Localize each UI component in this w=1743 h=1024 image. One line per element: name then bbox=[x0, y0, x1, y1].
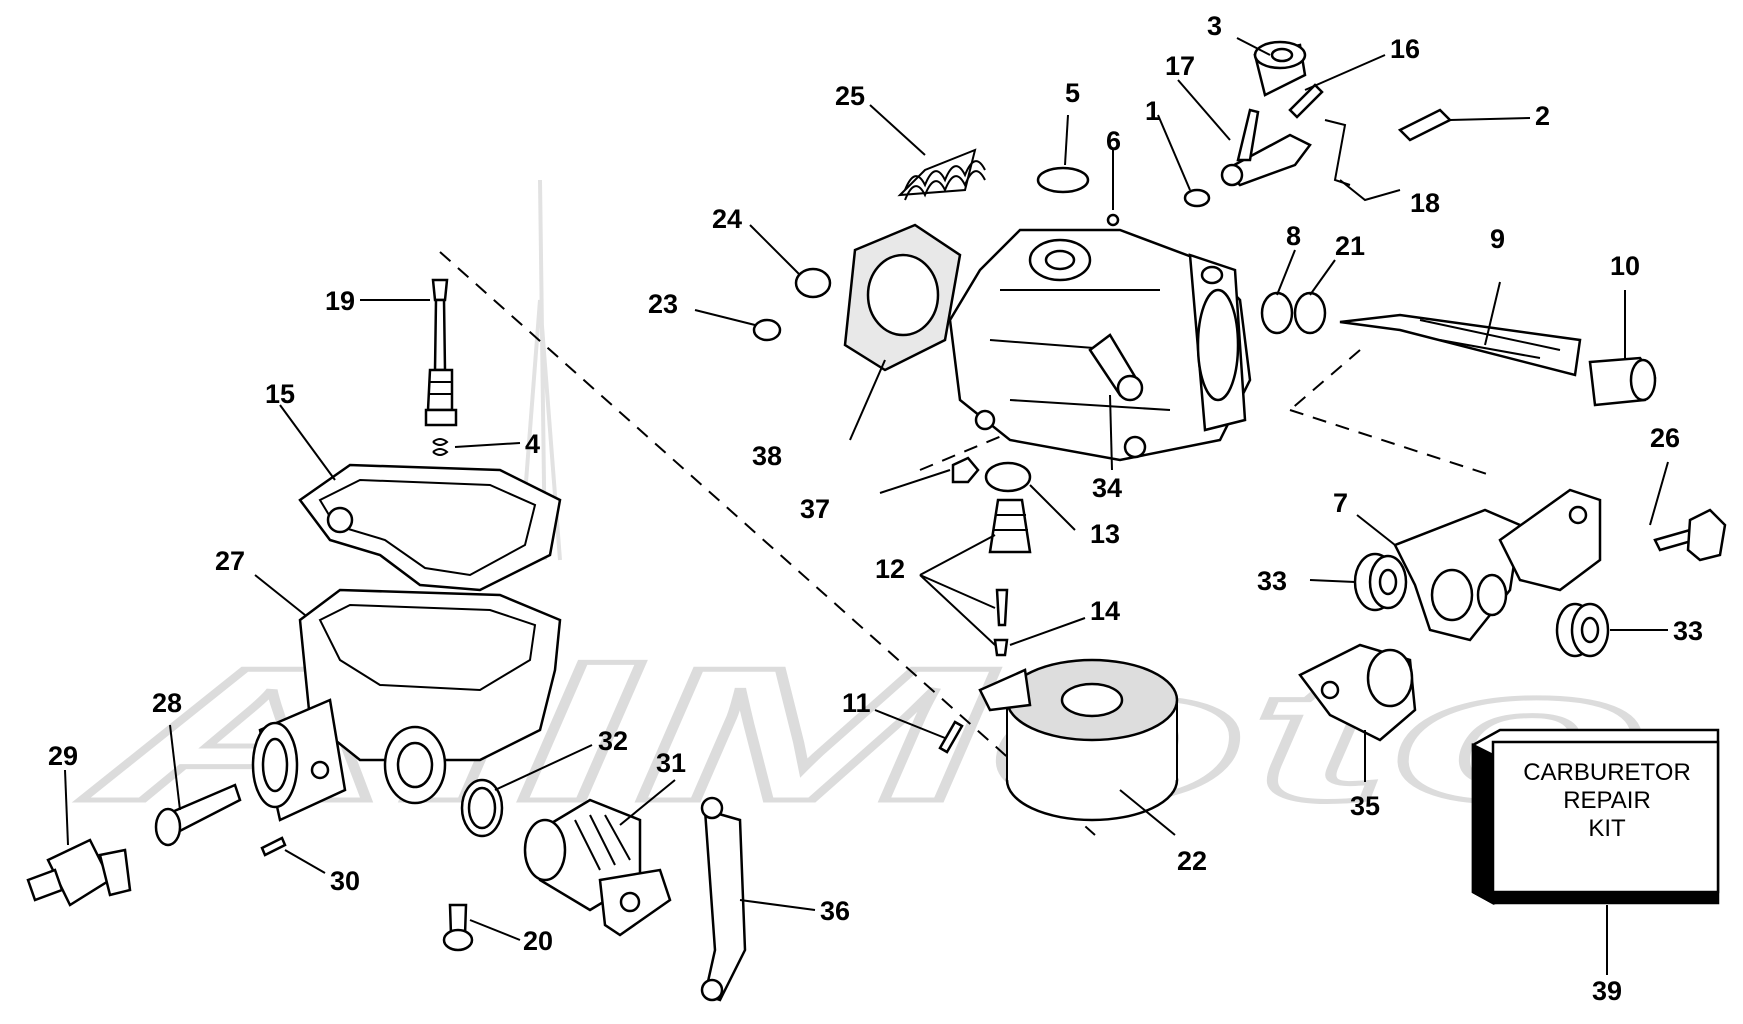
spring-part-4 bbox=[432, 438, 449, 456]
label-part-17: 17 bbox=[1165, 51, 1195, 81]
seat-part-12 bbox=[988, 498, 1032, 554]
label-part-7: 7 bbox=[1333, 488, 1348, 518]
label-part-21: 21 bbox=[1335, 231, 1365, 261]
nut-part-37 bbox=[951, 456, 980, 484]
label-part-34: 34 bbox=[1092, 473, 1122, 503]
washer-part-23 bbox=[752, 318, 782, 342]
bushing-part-33a bbox=[1353, 552, 1408, 612]
bracket-part-7 bbox=[1393, 488, 1602, 642]
nut-part-10 bbox=[1588, 356, 1657, 407]
label-part-2: 2 bbox=[1535, 101, 1550, 131]
label-part-13: 13 bbox=[1090, 519, 1120, 549]
label-part-30: 30 bbox=[330, 866, 360, 896]
label-part-33a: 33 bbox=[1257, 566, 1287, 596]
washer-part-24 bbox=[794, 267, 832, 299]
repair-kit-part-39: CARBURETOR REPAIR KIT bbox=[1471, 728, 1720, 906]
gasket-part-38 bbox=[843, 223, 962, 372]
plug-part-28 bbox=[154, 783, 242, 847]
label-part-5: 5 bbox=[1065, 78, 1080, 108]
label-part-16: 16 bbox=[1390, 34, 1420, 64]
label-part-36: 36 bbox=[820, 896, 850, 926]
lever-part-36 bbox=[700, 796, 747, 1002]
label-part-39: 39 bbox=[1592, 976, 1622, 1006]
label-part-23: 23 bbox=[648, 289, 678, 319]
screw-part-16 bbox=[1288, 83, 1324, 119]
label-part-19: 19 bbox=[325, 286, 355, 316]
label-part-38: 38 bbox=[752, 441, 782, 471]
label-part-9: 9 bbox=[1490, 224, 1505, 254]
lever-part-17 bbox=[1220, 108, 1312, 187]
label-part-3: 3 bbox=[1207, 11, 1222, 41]
label-part-26: 26 bbox=[1650, 423, 1680, 453]
label-part-32: 32 bbox=[598, 726, 628, 756]
label-part-24: 24 bbox=[712, 204, 742, 234]
label-part-4: 4 bbox=[525, 429, 540, 459]
label-part-11: 11 bbox=[842, 688, 871, 718]
label-part-25: 25 bbox=[835, 81, 865, 111]
washer-part-21 bbox=[1293, 291, 1327, 335]
part-labels: 3 16 17 1 2 18 5 6 25 24 23 8 21 9 10 26… bbox=[48, 11, 1703, 1006]
label-part-28: 28 bbox=[152, 688, 182, 718]
kit-label-line-3: KIT bbox=[1588, 815, 1626, 842]
screw-part-26 bbox=[1653, 508, 1727, 562]
elbow-part-35 bbox=[1298, 643, 1417, 742]
needle-part-19 bbox=[424, 278, 458, 427]
label-part-33b: 33 bbox=[1673, 616, 1703, 646]
bushing-part-33b bbox=[1555, 602, 1610, 658]
cap-part-3 bbox=[1253, 40, 1307, 97]
screw-part-20 bbox=[442, 903, 474, 952]
assembly-line-float-chamber bbox=[439, 251, 1096, 836]
label-part-27: 27 bbox=[215, 546, 245, 576]
leader-lines bbox=[64, 37, 1669, 975]
needle-part-12b bbox=[995, 588, 1009, 627]
kit-label-line-1: CARBURETOR bbox=[1523, 759, 1691, 786]
label-part-37: 37 bbox=[800, 494, 830, 524]
float-part-22 bbox=[978, 658, 1179, 822]
label-part-10: 10 bbox=[1610, 251, 1640, 281]
gasket-part-13 bbox=[984, 461, 1032, 493]
label-part-22: 22 bbox=[1177, 846, 1207, 876]
pin-part-11 bbox=[938, 720, 964, 754]
washer-part-1 bbox=[1183, 188, 1211, 208]
pin-part-30 bbox=[260, 836, 287, 857]
link-part-18 bbox=[1324, 119, 1351, 186]
oring-part-32 bbox=[460, 778, 504, 838]
label-part-35: 35 bbox=[1350, 791, 1380, 821]
label-part-31: 31 bbox=[656, 748, 686, 778]
label-part-15: 15 bbox=[265, 379, 295, 409]
gasket-part-15 bbox=[298, 463, 562, 592]
label-part-29: 29 bbox=[48, 741, 78, 771]
label-part-18: 18 bbox=[1410, 188, 1440, 218]
label-part-12: 12 bbox=[875, 554, 905, 584]
choke-part-31 bbox=[523, 798, 672, 937]
needle-part-9 bbox=[1339, 313, 1582, 377]
ball-part-6 bbox=[1106, 213, 1120, 227]
spring-part-25 bbox=[897, 148, 986, 201]
fitting-part-29 bbox=[26, 838, 132, 907]
float-chamber-part-27 bbox=[251, 588, 562, 822]
kit-label-line-2: REPAIR bbox=[1563, 787, 1651, 814]
carburetor-body bbox=[948, 228, 1252, 462]
label-part-14: 14 bbox=[1090, 596, 1120, 626]
label-part-20: 20 bbox=[523, 926, 553, 956]
screw-part-2 bbox=[1397, 108, 1453, 142]
label-part-6: 6 bbox=[1106, 126, 1121, 156]
label-part-8: 8 bbox=[1286, 221, 1301, 251]
washer-part-8 bbox=[1260, 291, 1294, 335]
pin-part-14 bbox=[993, 638, 1009, 657]
plug-part-5 bbox=[1036, 166, 1090, 194]
label-part-1: 1 bbox=[1145, 96, 1160, 126]
